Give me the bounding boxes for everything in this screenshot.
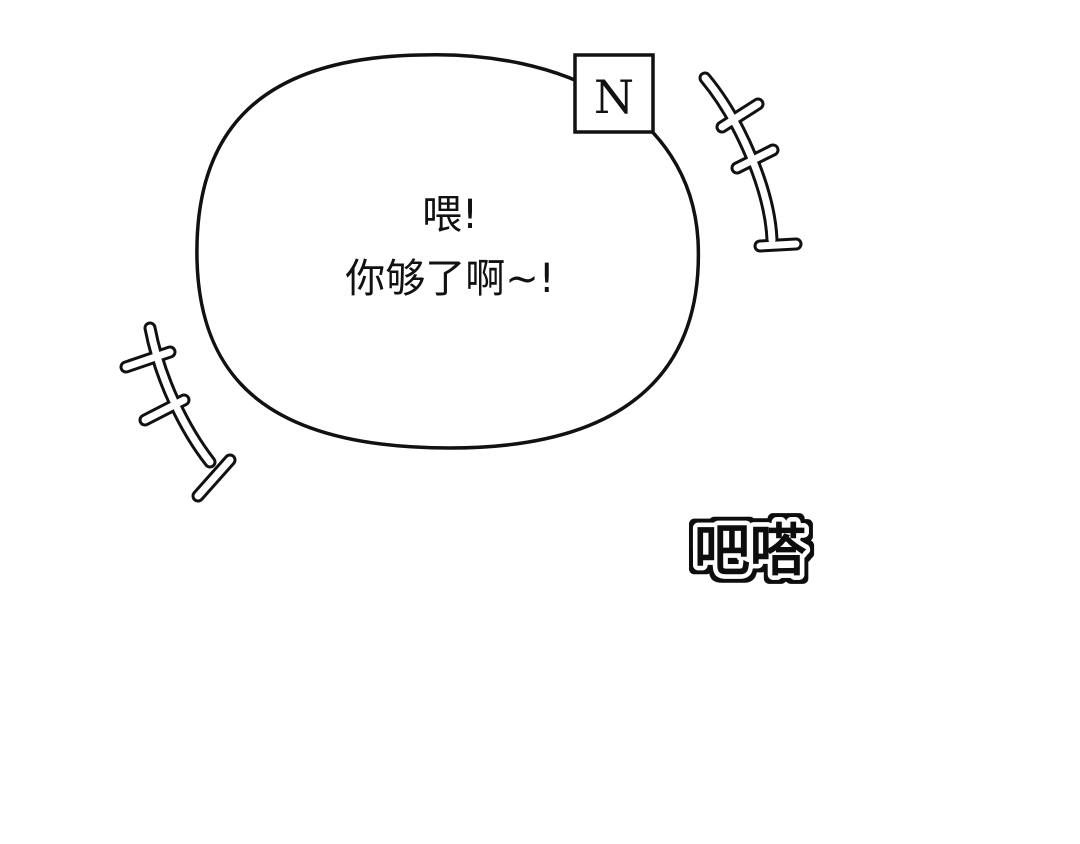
speech-line-2: 你够了啊~! xyxy=(345,256,555,302)
badge-letter: N xyxy=(594,70,634,124)
sound-effect-text: 吧嗒 xyxy=(694,519,807,584)
n-badge: N xyxy=(573,53,655,134)
tension-mark-icon xyxy=(698,71,803,253)
speech-line-1: 喂! xyxy=(422,192,478,238)
tension-mark-icon xyxy=(119,321,237,503)
